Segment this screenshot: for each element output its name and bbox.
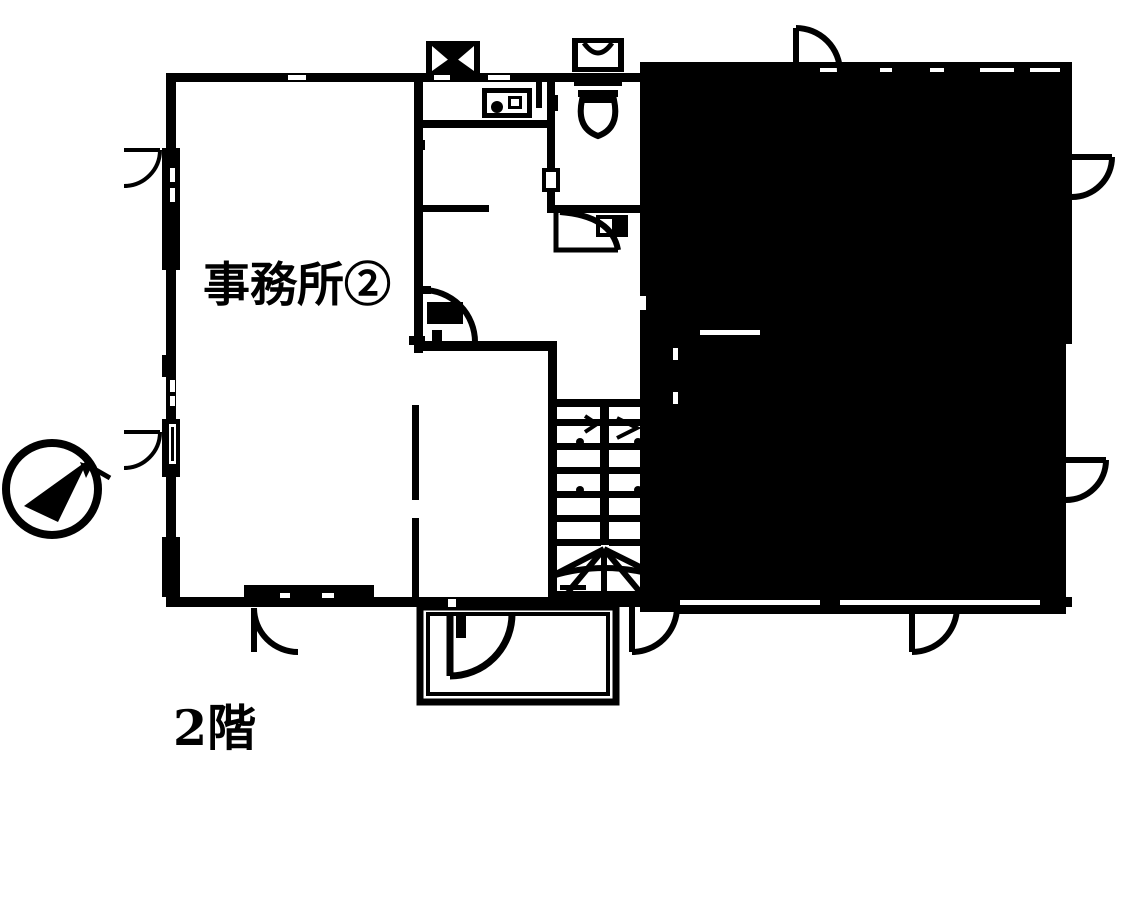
door-swing-arcs-right — [1065, 154, 1115, 503]
misc-ticks — [232, 95, 558, 756]
cabinet-fixture — [553, 209, 628, 253]
left-wall-openings — [162, 118, 180, 597]
door-swing-arcs-left — [123, 148, 162, 470]
room-label-office: 事務所② — [203, 258, 391, 313]
staircase — [548, 399, 668, 599]
door-swing-arcs-top — [793, 25, 843, 73]
toilet-fixture — [572, 38, 624, 140]
floor-label: 2階 — [173, 699, 257, 757]
north-arrow-compass — [2, 439, 112, 539]
top-wall-openings — [288, 68, 1060, 80]
redacted-black-region — [640, 62, 1072, 614]
window-vent-symbol-left — [426, 41, 480, 75]
bottom-wall-window — [244, 585, 374, 655]
small-fixture-center — [542, 168, 560, 192]
sink-fixture — [482, 88, 532, 118]
door-swing-arcs-bottom — [629, 606, 960, 655]
masked-region-marks — [640, 296, 1040, 605]
interior-walls — [412, 82, 640, 598]
office-door-swing — [422, 286, 478, 344]
entry-porch — [416, 599, 620, 706]
